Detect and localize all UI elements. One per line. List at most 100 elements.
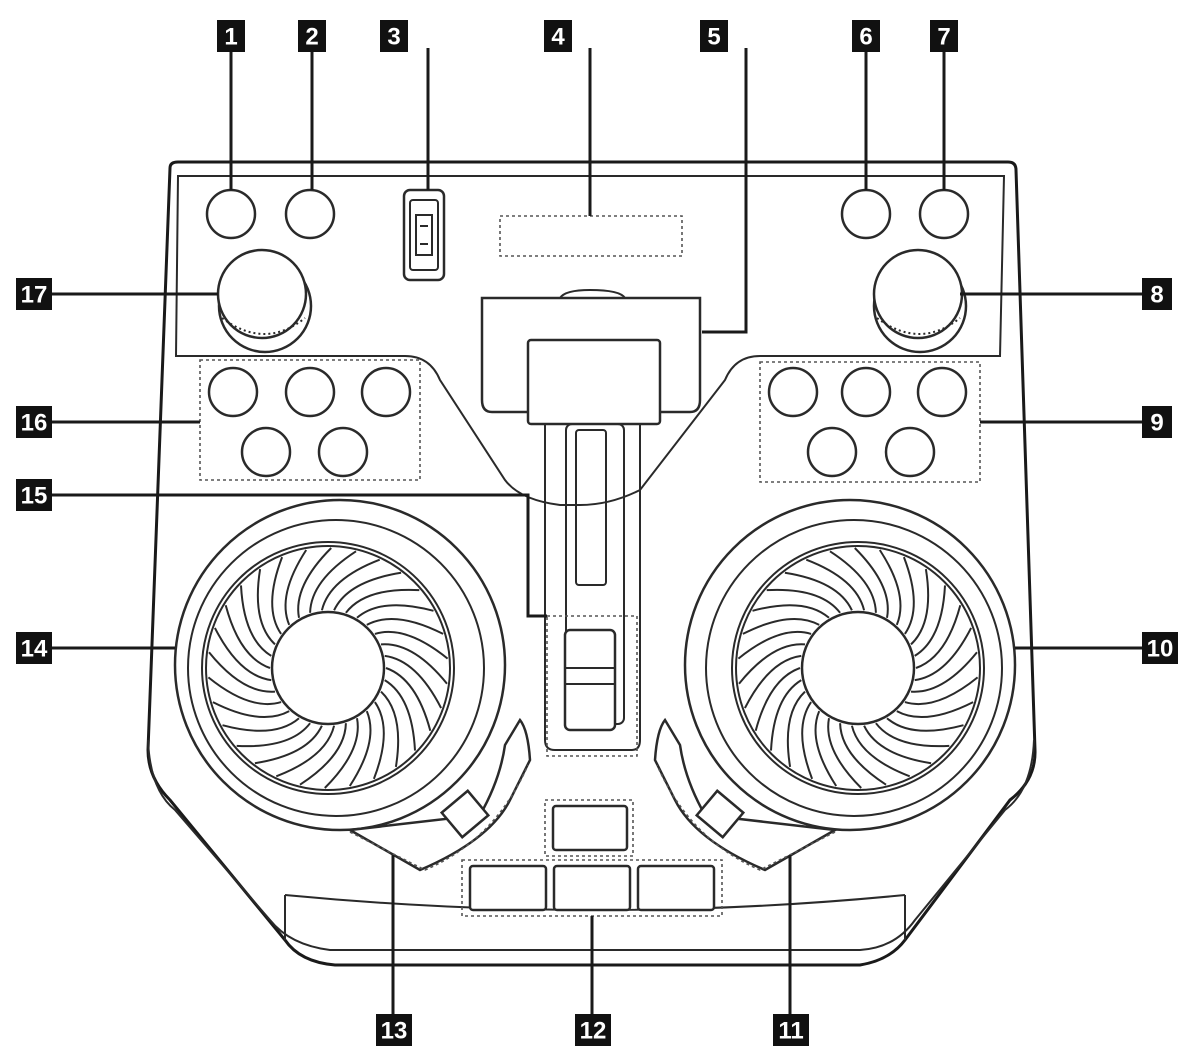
jog-wheel-left[interactable] [173, 498, 532, 872]
fan-blade [738, 643, 806, 685]
knob-left[interactable] [216, 248, 313, 354]
svg-text:1: 1 [224, 24, 237, 51]
fan-blade [737, 630, 812, 660]
right-group-button[interactable] [767, 366, 819, 418]
left-group-button[interactable] [207, 366, 259, 418]
fan-blade [914, 585, 946, 657]
fan-blade [854, 547, 889, 618]
callout-6: 6 [852, 20, 880, 52]
pad-center[interactable] [552, 864, 632, 912]
callout-8: 8 [1142, 278, 1172, 310]
display-window [499, 215, 683, 257]
usb-port[interactable] [402, 188, 446, 282]
right-group-button[interactable] [884, 426, 936, 478]
fan-blades-left [207, 547, 449, 789]
left-group-button[interactable] [317, 426, 369, 478]
fan-blade [839, 723, 887, 786]
callout-3: 3 [380, 20, 408, 52]
button-6[interactable] [840, 188, 892, 240]
callout-10: 10 [1142, 632, 1178, 664]
fan-blade [784, 571, 853, 611]
fan-blade [744, 654, 802, 709]
right-group-button[interactable] [806, 426, 858, 478]
callout-15: 15 [16, 479, 52, 511]
fan-blade [384, 654, 442, 709]
svg-text:15: 15 [21, 483, 48, 510]
fan-blade [896, 701, 974, 719]
fan-blade [297, 547, 332, 618]
button-7[interactable] [918, 188, 970, 240]
callout-5: 5 [700, 20, 728, 52]
fan-blade [320, 558, 381, 611]
crossfader[interactable] [544, 423, 641, 757]
svg-text:2: 2 [305, 24, 318, 51]
fan-blade [224, 605, 271, 669]
knob-right[interactable] [872, 248, 968, 354]
button-group-left [199, 359, 421, 481]
fan-blade [222, 717, 300, 732]
button-1[interactable] [205, 188, 257, 240]
fan-blade [829, 550, 877, 613]
callout-4: 4 [544, 20, 572, 52]
fan-blade [915, 605, 962, 669]
svg-text:9: 9 [1150, 410, 1163, 437]
callout-2: 2 [298, 20, 326, 52]
svg-text:3: 3 [387, 24, 400, 51]
fan-blade [356, 604, 434, 619]
fan-blade [284, 549, 308, 626]
svg-text:12: 12 [580, 1018, 607, 1045]
svg-text:5: 5 [707, 24, 720, 51]
right-group-button[interactable] [840, 366, 892, 418]
fan-blade [814, 710, 838, 787]
fan-blade [863, 725, 932, 765]
fan-blade [380, 690, 400, 768]
fan-blade [348, 710, 372, 787]
pad-top[interactable] [551, 804, 629, 852]
fan-blades-right [737, 547, 979, 789]
fan-blade [770, 679, 802, 751]
svg-text:4: 4 [551, 24, 565, 51]
fan-blade [214, 627, 272, 682]
fan-blade [207, 676, 282, 706]
fan-blade [886, 717, 964, 732]
fan-blade [754, 667, 801, 731]
left-group-button[interactable] [360, 366, 412, 418]
fan-blade [380, 643, 448, 685]
button-2[interactable] [284, 188, 336, 240]
callout-labels: 1 2 3 4 5 6 7 8 9 10 11 12 13 14 15 16 1… [16, 20, 1178, 1046]
pad-right[interactable] [636, 864, 716, 912]
svg-text:11: 11 [778, 1018, 803, 1045]
svg-text:10: 10 [1147, 636, 1174, 663]
fan-blade [752, 604, 830, 619]
right-group-button[interactable] [916, 366, 968, 418]
left-group-button[interactable] [240, 426, 292, 478]
fan-blade [236, 722, 311, 748]
fan-blade [875, 722, 950, 748]
fan-blade [212, 701, 290, 719]
fan-blade [742, 617, 820, 635]
fan-blade [385, 667, 432, 731]
fan-blade [333, 571, 402, 611]
fan-blade [904, 676, 979, 706]
callout-11: 11 [773, 1014, 809, 1046]
callout-7: 7 [930, 20, 958, 52]
pad-left[interactable] [468, 864, 548, 912]
fan-blade [256, 568, 276, 646]
fan-blade [766, 588, 841, 614]
fan-blade [372, 701, 385, 780]
phone-holder [480, 288, 702, 426]
callout-9: 9 [1142, 406, 1172, 438]
fan-blade [878, 549, 902, 626]
fan-blade [208, 651, 276, 693]
fan-blade [254, 725, 323, 765]
left-group-button[interactable] [284, 366, 336, 418]
jog-wheel-right[interactable] [653, 498, 1017, 872]
fan-blade [366, 617, 444, 635]
svg-text:6: 6 [859, 24, 872, 51]
callout-17: 17 [16, 278, 52, 310]
svg-text:14: 14 [21, 636, 48, 663]
fan-blade [786, 690, 806, 768]
callout-16: 16 [16, 406, 52, 438]
fan-blade [374, 630, 449, 660]
